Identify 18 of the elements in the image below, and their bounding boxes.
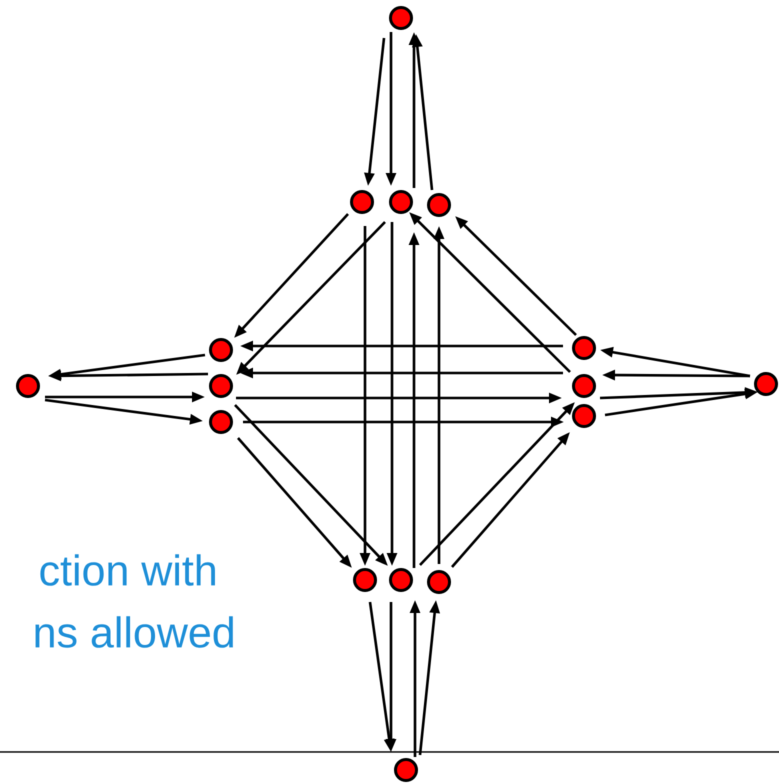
node-dot bbox=[394, 758, 418, 782]
node-dot bbox=[754, 372, 778, 396]
node-dot bbox=[389, 6, 413, 30]
node-dot bbox=[16, 374, 40, 398]
node-dot bbox=[389, 190, 413, 214]
node-dot bbox=[389, 568, 413, 592]
node-dot bbox=[209, 410, 233, 434]
node-dot bbox=[353, 568, 377, 592]
node-dot bbox=[427, 570, 451, 594]
caption-text: ction with bbox=[40, 554, 215, 586]
node-dot bbox=[572, 404, 596, 428]
node-dot bbox=[427, 193, 451, 217]
caption-text: ns allowed bbox=[35, 616, 233, 648]
node-dot bbox=[209, 338, 233, 362]
node-dot bbox=[572, 336, 596, 360]
node-dot bbox=[572, 374, 596, 398]
node-dot bbox=[209, 374, 233, 398]
node-dot bbox=[350, 190, 374, 214]
